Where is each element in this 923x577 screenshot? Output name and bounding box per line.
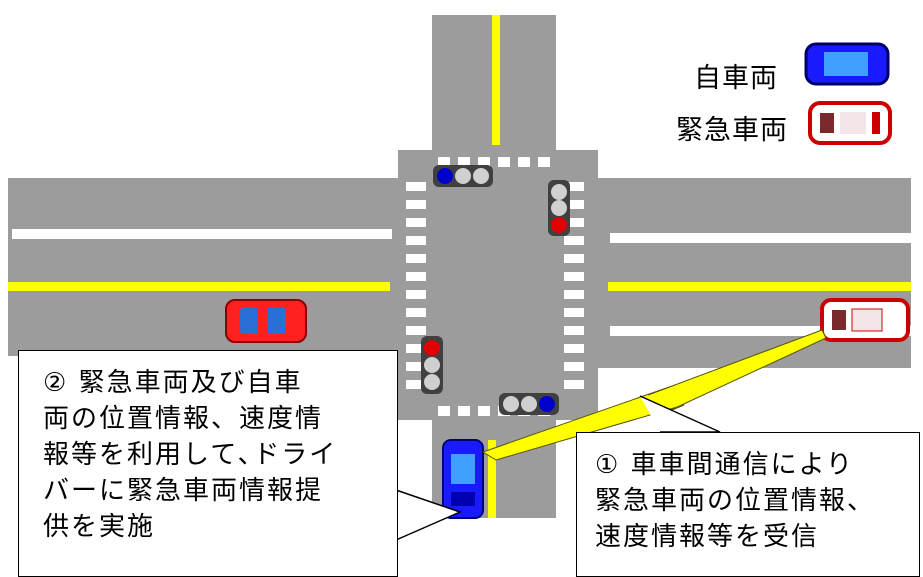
legend-emergency-vehicle-label: 緊急車両: [676, 115, 788, 146]
legend-emergency-vehicle-icon: [808, 101, 892, 145]
callout-left: ② 緊急車両及び自車 両の位置情報、速度情 報等を利用して､ドライ バーに緊急車…: [18, 350, 398, 577]
traffic-light-icon: [499, 393, 559, 415]
callout-left-line: 報等を利用して､ドライ: [43, 440, 338, 470]
callout-left-line: 供を実施: [43, 512, 156, 542]
callout-left-line: 両の位置情報、速度情: [43, 404, 324, 434]
callout-left-line: ② 緊急車両及び自車: [43, 368, 303, 398]
west-road: [8, 178, 400, 356]
legend-own-vehicle-label: 自車両: [694, 63, 778, 94]
own-vehicle-icon: [442, 439, 484, 519]
east-center-line: [608, 282, 911, 291]
lane-markings: [8, 15, 911, 518]
lightning-bolt-icon: [481, 329, 827, 461]
south-center-line: [488, 440, 496, 518]
west-lane-line: [12, 229, 392, 239]
crosswalk-west: [406, 182, 426, 389]
red-car-icon: [225, 299, 307, 343]
callout-right-line: 緊急車両の位置情報、: [595, 486, 876, 516]
east-lane-line: [610, 233, 911, 243]
west-center-line: [8, 282, 390, 291]
callout-right-line: ① 車車間通信により: [595, 450, 855, 480]
emergency-vehicle-icon: [820, 298, 910, 342]
crosswalk-north: [438, 157, 550, 167]
east-lane-line-lower: [610, 326, 911, 336]
callout-left-line: バーに緊急車両情報提: [43, 476, 324, 506]
crosswalks: [406, 157, 584, 416]
traffic-light-icon: [433, 165, 493, 187]
legend-own-vehicle-icon: [804, 42, 890, 86]
callout-right: ① 車車間通信により 緊急車両の位置情報、 速度情報等を受信: [576, 432, 920, 577]
crosswalk-east: [564, 182, 584, 389]
traffic-light-icon: [421, 336, 443, 394]
north-center-line: [492, 15, 500, 145]
callout-right-line: 速度情報等を受信: [595, 522, 820, 552]
callout-left-pointer: [395, 489, 463, 541]
traffic-light-icon: [548, 180, 570, 236]
